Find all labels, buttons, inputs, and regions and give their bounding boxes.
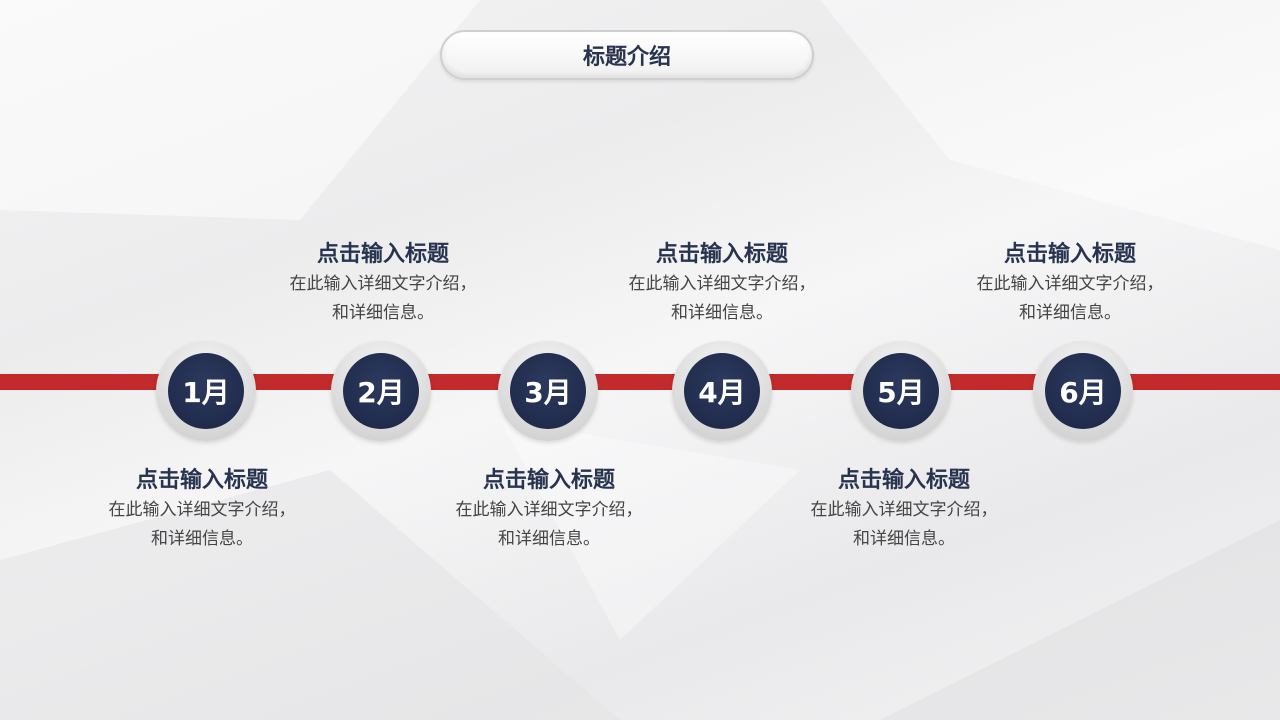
milestone-desc-2: 和详细信息。 xyxy=(671,303,773,323)
milestone-heading: 点击输入标题 xyxy=(1003,242,1136,267)
milestone-circle: 2月 xyxy=(331,341,431,441)
milestone-heading: 点击输入标题 xyxy=(655,242,788,267)
milestone-desc-2: 和详细信息。 xyxy=(1019,303,1121,323)
milestone-desc-2: 和详细信息。 xyxy=(332,303,434,323)
milestone-desc-1: 在此输入详细文字介绍， xyxy=(628,274,816,294)
title-banner: 标题介绍 xyxy=(440,30,814,80)
month-label: 4月 xyxy=(684,353,760,429)
milestone-circle: 1月 xyxy=(156,341,256,441)
milestone-heading: 点击输入标题 xyxy=(316,242,449,267)
milestone-desc-1: 在此输入详细文字介绍， xyxy=(108,500,296,520)
milestone-text: 点击输入标题 在此输入详细文字介绍， 和详细信息。 xyxy=(263,240,503,328)
month-label: 2月 xyxy=(343,353,419,429)
milestone-text: 点击输入标题 在此输入详细文字介绍， 和详细信息。 xyxy=(602,240,842,328)
milestone-circle: 4月 xyxy=(672,341,772,441)
month-label: 1月 xyxy=(168,353,244,429)
page-title: 标题介绍 xyxy=(582,45,671,70)
milestone-text: 点击输入标题 在此输入详细文字介绍， 和详细信息。 xyxy=(82,466,322,554)
milestone-desc-2: 和详细信息。 xyxy=(151,529,253,549)
month-label: 5月 xyxy=(863,353,939,429)
milestone-desc-1: 在此输入详细文字介绍， xyxy=(455,500,643,520)
milestone-text: 点击输入标题 在此输入详细文字介绍， 和详细信息。 xyxy=(950,240,1190,328)
milestone-desc-1: 在此输入详细文字介绍， xyxy=(810,500,998,520)
milestone-text: 点击输入标题 在此输入详细文字介绍， 和详细信息。 xyxy=(784,466,1024,554)
milestone-heading: 点击输入标题 xyxy=(135,468,268,493)
milestone-heading: 点击输入标题 xyxy=(482,468,615,493)
milestone-heading: 点击输入标题 xyxy=(837,468,970,493)
timeline-bar xyxy=(0,374,1280,390)
month-label: 6月 xyxy=(1045,353,1121,429)
month-label: 3月 xyxy=(510,353,586,429)
milestone-desc-1: 在此输入详细文字介绍， xyxy=(976,274,1164,294)
milestone-circle: 5月 xyxy=(851,341,951,441)
milestone-text: 点击输入标题 在此输入详细文字介绍， 和详细信息。 xyxy=(429,466,669,554)
milestone-circle: 3月 xyxy=(498,341,598,441)
milestone-desc-1: 在此输入详细文字介绍， xyxy=(289,274,477,294)
milestone-desc-2: 和详细信息。 xyxy=(498,529,600,549)
milestone-circle: 6月 xyxy=(1033,341,1133,441)
milestone-desc-2: 和详细信息。 xyxy=(853,529,955,549)
